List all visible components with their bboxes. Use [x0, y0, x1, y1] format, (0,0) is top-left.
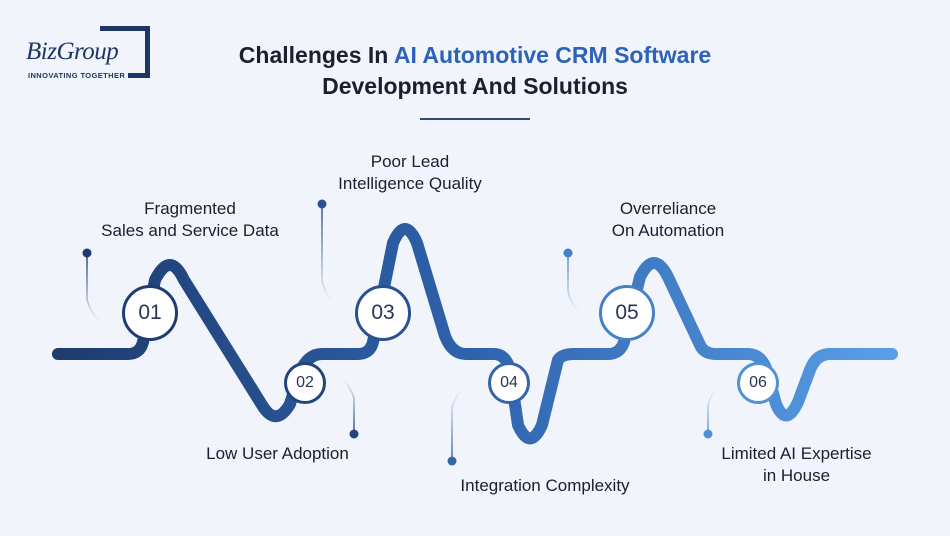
logo-tagline: INNOVATING TOGETHER	[28, 71, 129, 80]
step-03-badge: 03	[355, 285, 411, 341]
step-05-badge: 05	[599, 285, 655, 341]
connector-05	[567, 253, 581, 313]
connector-03	[321, 204, 334, 303]
step-02-badge: 02	[284, 362, 326, 404]
connector-dot-06	[703, 429, 713, 439]
connector-02	[342, 379, 355, 434]
step-06-badge: 06	[737, 362, 779, 404]
title-highlight: AI Automotive CRM Software	[393, 42, 712, 68]
step-01-label: Fragmented Sales and Service Data	[80, 198, 300, 242]
step-05-label-line2: On Automation	[611, 221, 725, 240]
step-04-label: Integration Complexity	[430, 475, 660, 497]
step-05-label-line1: Overreliance	[619, 199, 717, 218]
logo-name: BizGroup	[26, 38, 121, 66]
wave-line	[52, 223, 898, 445]
connector-06	[707, 389, 717, 434]
step-01-label-line2: Sales and Service Data	[101, 221, 279, 240]
connector-dot-02	[349, 429, 359, 439]
step-03-label-line1: Poor Lead	[370, 152, 450, 171]
connector-dot-04	[447, 456, 457, 466]
title-line2: Development And Solutions	[322, 73, 628, 99]
connector-dot-05	[563, 248, 573, 258]
step-06-label-line1: Limited AI Expertise	[721, 444, 872, 463]
step-06-label-line2: in House	[762, 466, 831, 485]
step-03-label: Poor Lead Intelligence Quality	[310, 151, 510, 195]
step-04-label-line1: Integration Complexity	[460, 476, 630, 495]
title-underline	[420, 118, 530, 120]
bizgroup-logo: BizGroup INNOVATING TOGETHER	[24, 26, 156, 82]
connector-01	[86, 253, 103, 323]
connector-04	[451, 389, 463, 461]
step-01-label-line1: Fragmented	[144, 199, 236, 218]
connector-dot-01	[82, 248, 92, 258]
step-06-label: Limited AI Expertise in House	[694, 443, 899, 487]
step-03-label-line2: Intelligence Quality	[338, 174, 482, 193]
title-prefix: Challenges In	[238, 42, 394, 68]
step-05-label: Overreliance On Automation	[568, 198, 768, 242]
step-01-badge: 01	[122, 285, 178, 341]
page-title: Challenges In AI Automotive CRM Software…	[200, 40, 750, 102]
step-02-label: Low User Adoption	[180, 443, 375, 465]
step-02-label-line1: Low User Adoption	[206, 444, 349, 463]
step-04-badge: 04	[488, 362, 530, 404]
connector-dot-03	[317, 199, 327, 209]
